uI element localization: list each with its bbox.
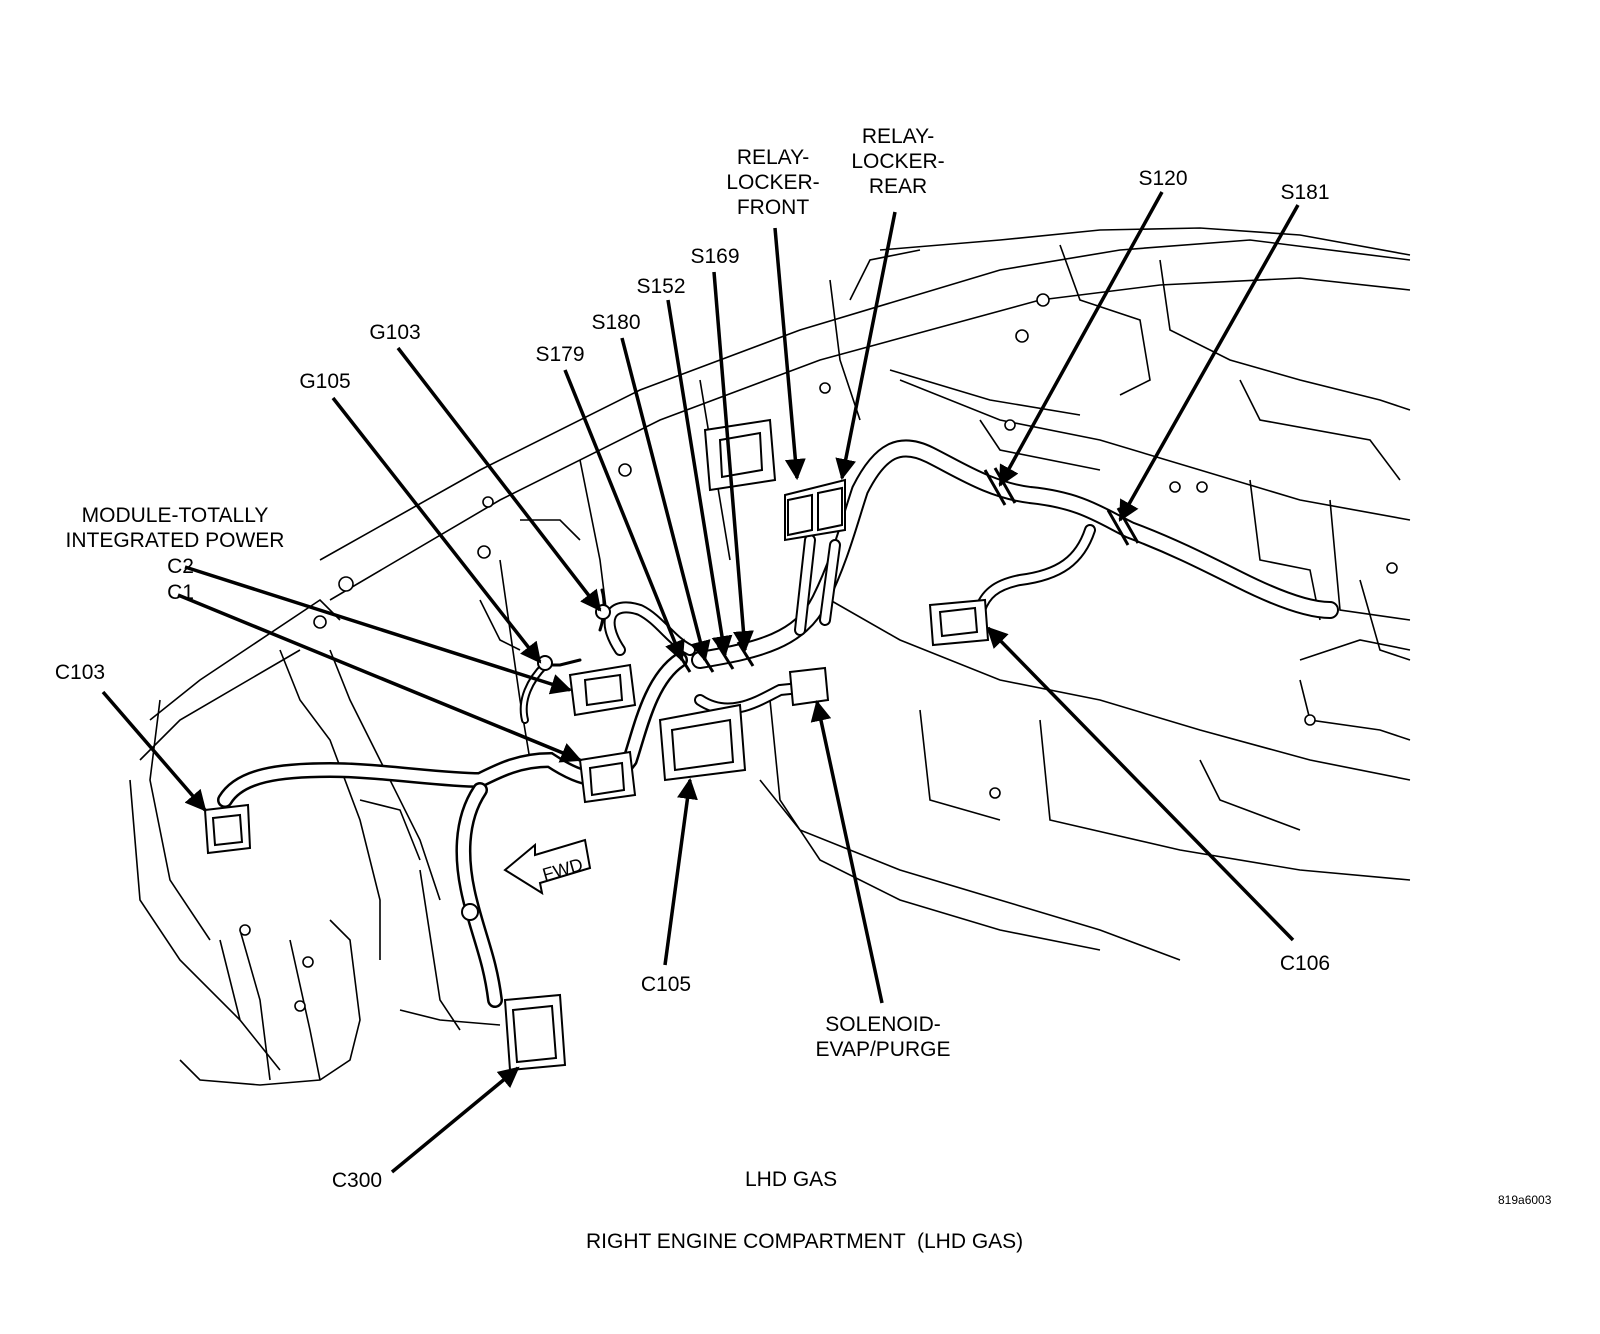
label-c300: C300 bbox=[331, 1169, 383, 1192]
label-s181: S181 bbox=[1280, 181, 1330, 204]
leader-g105 bbox=[331, 396, 542, 664]
leader-c103 bbox=[101, 690, 207, 812]
leader-s169 bbox=[712, 271, 754, 653]
g105-eyelet bbox=[537, 655, 553, 671]
leader-s180 bbox=[620, 337, 711, 663]
leader-relay-locker-rear bbox=[835, 211, 897, 481]
label-relay-locker-front: RELAY- LOCKER- FRONT bbox=[726, 146, 820, 219]
leader-c105 bbox=[663, 777, 698, 966]
label-g103: G103 bbox=[369, 321, 421, 344]
label-s180: S180 bbox=[591, 311, 641, 334]
leader-relay-locker-front bbox=[773, 227, 806, 481]
leader-c106 bbox=[986, 626, 1295, 942]
label-solenoid-evap-purge: SOLENOID- EVAP/PURGE bbox=[815, 1013, 951, 1061]
label-c103: C103 bbox=[54, 661, 106, 684]
body-structure bbox=[129, 227, 1411, 1086]
components bbox=[203, 418, 990, 1072]
fwd-arrow: FWD bbox=[503, 838, 592, 896]
leader-lines bbox=[101, 191, 1300, 1174]
label-module-tipm: MODULE-TOTALLY INTEGRATED POWER bbox=[65, 504, 285, 552]
label-s169: S169 bbox=[690, 245, 740, 268]
figure-reference: 819a6003 bbox=[1498, 1193, 1552, 1207]
leader-c2 bbox=[184, 565, 573, 695]
bolts bbox=[239, 293, 1398, 1012]
leader-c300 bbox=[390, 1066, 520, 1174]
wiring-harness bbox=[217, 439, 1339, 1008]
leader-s120 bbox=[998, 191, 1164, 487]
leader-solenoid bbox=[810, 699, 884, 1004]
leader-s152 bbox=[666, 299, 733, 658]
label-c1: C1 bbox=[167, 581, 194, 604]
label-g105: G105 bbox=[299, 370, 351, 393]
leader-s179 bbox=[563, 369, 685, 662]
label-c105: C105 bbox=[640, 973, 692, 996]
label-s120: S120 bbox=[1138, 167, 1188, 190]
leader-g103 bbox=[396, 346, 602, 612]
variant-label: LHD GAS bbox=[745, 1168, 838, 1191]
leader-c1 bbox=[177, 593, 582, 763]
solenoid-evap-purge bbox=[788, 666, 830, 707]
leader-s181 bbox=[1118, 204, 1300, 522]
figure-caption: RIGHT ENGINE COMPARTMENT (LHD GAS) bbox=[586, 1230, 1024, 1253]
label-s179: S179 bbox=[535, 343, 585, 366]
label-c2: C2 bbox=[167, 555, 194, 578]
label-c106: C106 bbox=[1279, 952, 1331, 975]
label-s152: S152 bbox=[636, 275, 686, 298]
label-relay-locker-rear: RELAY- LOCKER- REAR bbox=[851, 125, 945, 198]
